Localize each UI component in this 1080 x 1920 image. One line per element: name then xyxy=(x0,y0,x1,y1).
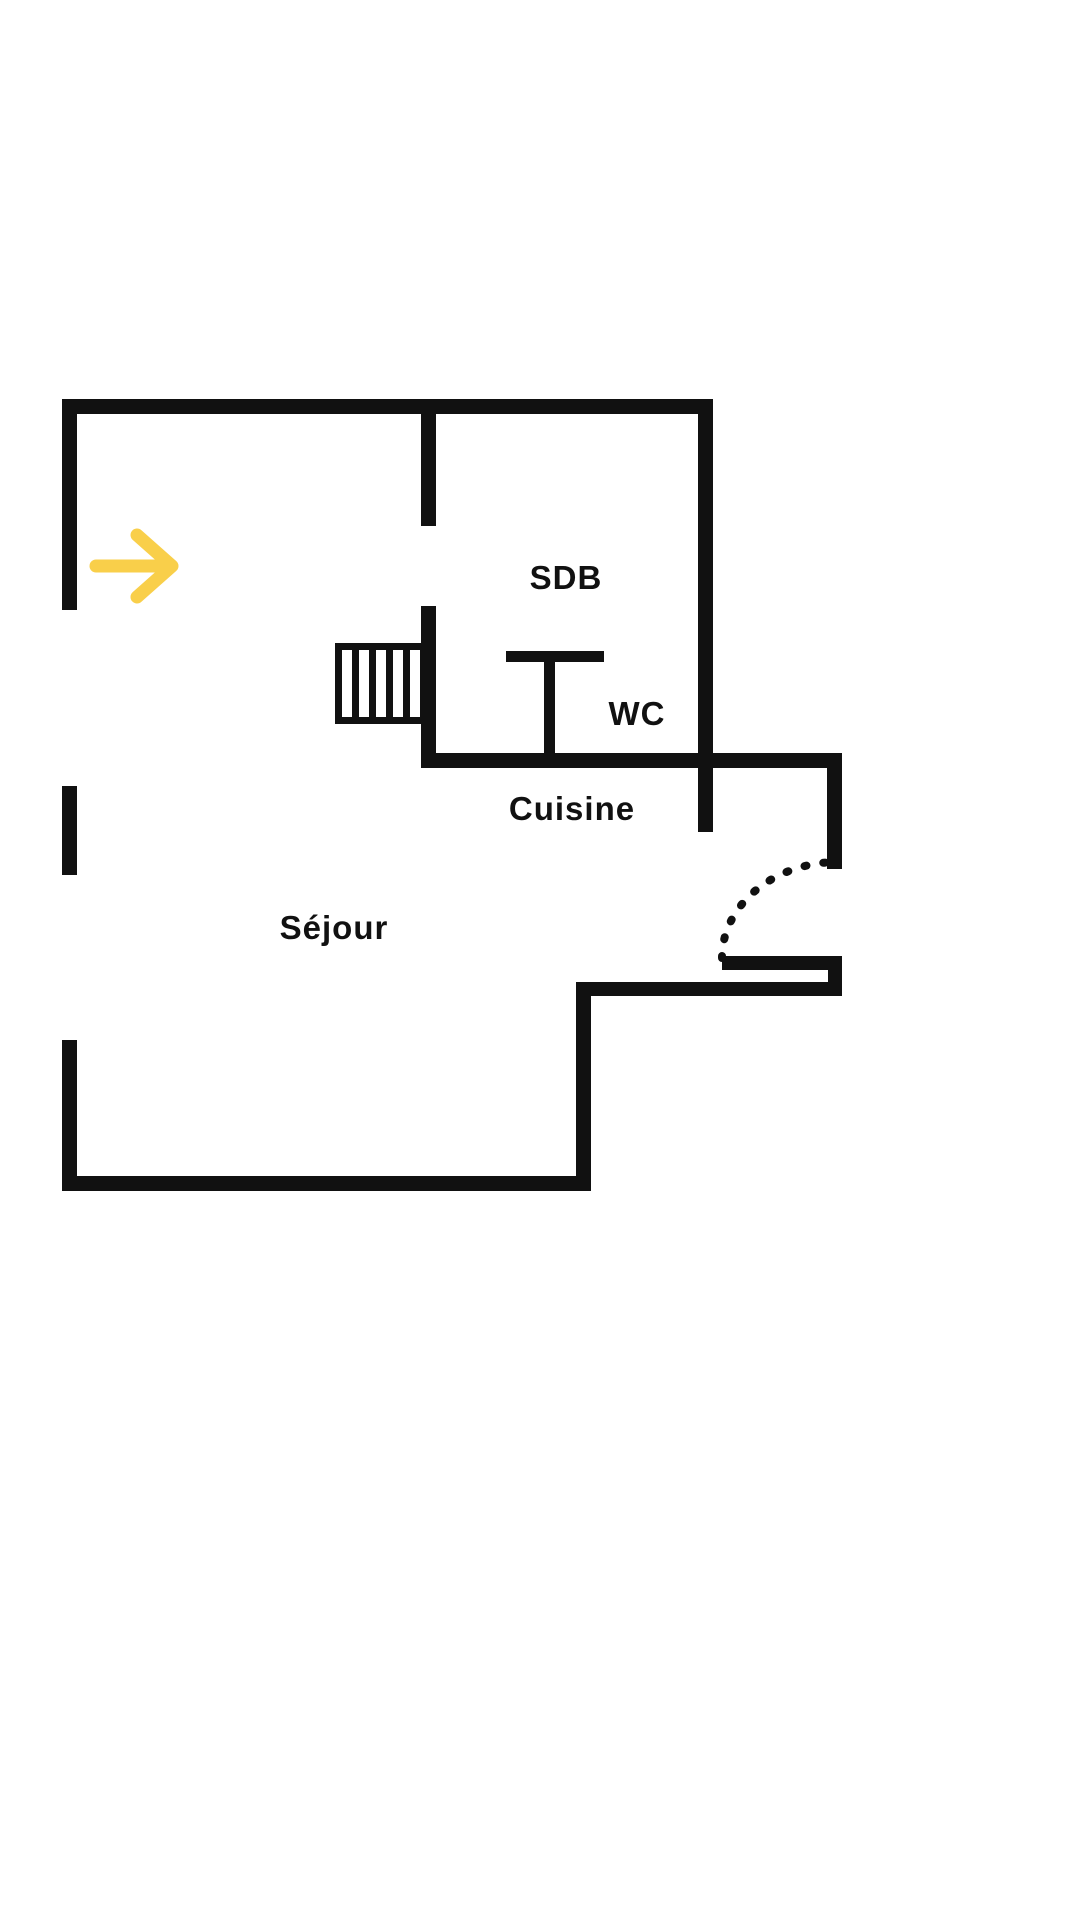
room-label-cuisine: Cuisine xyxy=(508,790,636,827)
wc-partition-vertical xyxy=(544,651,555,768)
arrow-right-icon xyxy=(89,528,179,604)
left-wall-lower xyxy=(62,1040,77,1191)
room-label-sejour: Séjour xyxy=(279,909,389,946)
room-label-wc: WC xyxy=(608,695,666,732)
bottom-wall xyxy=(62,1176,591,1191)
door-swing-arc xyxy=(718,858,842,962)
arrow-head xyxy=(130,528,179,604)
staircase xyxy=(335,643,429,724)
kitchen-divider-wall xyxy=(421,753,842,768)
left-wall-upper xyxy=(62,399,77,610)
entry-right-wall xyxy=(827,753,842,869)
right-wall xyxy=(698,399,713,832)
room-label-sdb: SDB xyxy=(529,559,603,596)
entry-threshold-wall xyxy=(576,982,842,996)
wc-partition-horizontal xyxy=(506,651,604,662)
entry-door-leaf xyxy=(722,956,842,970)
step-wall-vertical xyxy=(576,982,591,1191)
left-wall-middle xyxy=(62,786,77,875)
inner-wall-upper xyxy=(421,399,436,526)
entry-corner-connector xyxy=(828,956,842,996)
top-wall xyxy=(62,399,712,414)
